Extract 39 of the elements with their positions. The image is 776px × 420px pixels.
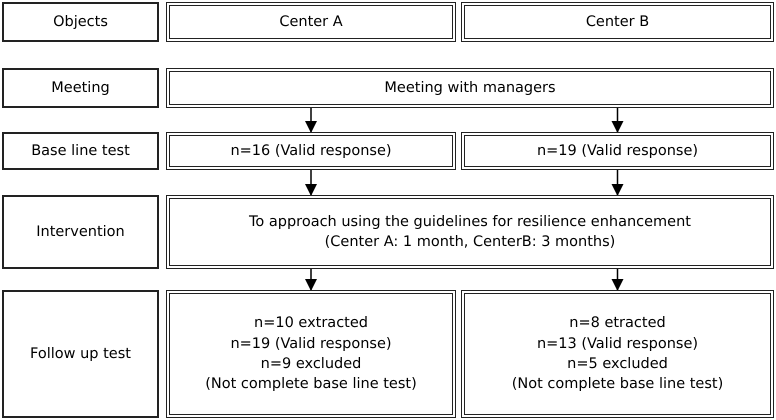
arrow (305, 170, 317, 196)
box-text: Base line test (31, 142, 130, 161)
process-box (166, 290, 456, 418)
box-text: Objects (53, 12, 108, 32)
box-text: Meeting with managers (384, 78, 556, 98)
arrow (305, 269, 317, 291)
column-header (461, 2, 774, 42)
box-text: n=19 (Valid response) (230, 334, 392, 354)
process-box (166, 132, 456, 170)
box-text: Intervention (36, 222, 125, 242)
box-text: (Not complete base line test) (512, 375, 724, 394)
box-text: n=16 (Valid response) (230, 142, 392, 161)
label-cell (2, 132, 159, 170)
box-text: (Not complete base line test) (205, 375, 417, 394)
box-text: n=13 (Valid response) (536, 334, 698, 354)
box-text: n=5 excluded (567, 355, 668, 374)
box-text: n=9 excluded (260, 355, 362, 374)
box-text: n=19 (Valid response) (536, 142, 698, 161)
box-text: Meeting (51, 78, 110, 98)
box-text: Center B (586, 12, 650, 32)
process-box (461, 132, 774, 170)
box-text: To approach using the guidelines for resilience enhancement (249, 212, 691, 232)
label-cell (2, 195, 159, 269)
arrow (612, 170, 624, 196)
box-text: (Center A: 1 month, CenterB: 3 months) (324, 233, 616, 252)
arrow (612, 108, 624, 133)
process-box (461, 290, 774, 418)
label-cell (2, 68, 159, 108)
arrow (305, 108, 317, 133)
arrow (612, 269, 624, 291)
process-box (166, 68, 774, 108)
label-cell (2, 2, 159, 42)
process-box (166, 195, 774, 269)
box-text: n=8 etracted (569, 314, 666, 334)
box-text: Follow up test (30, 344, 131, 364)
label-cell (2, 290, 159, 418)
box-text: n=10 extracted (254, 314, 368, 334)
column-header (166, 2, 456, 42)
box-text: Center A (279, 12, 343, 32)
